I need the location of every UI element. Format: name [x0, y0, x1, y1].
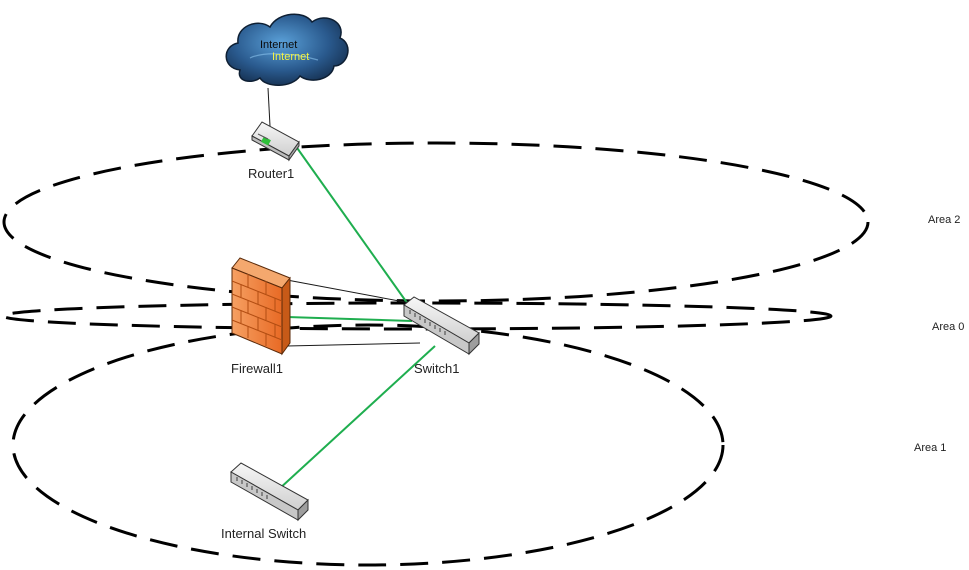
- area-1-ellipse: [11, 323, 725, 567]
- area-2-ellipse: [2, 141, 870, 303]
- area-1-label: Area 1: [914, 442, 946, 454]
- router-label: Router1: [248, 166, 294, 181]
- area-0-label: Area 0: [932, 321, 964, 333]
- cloud-label-front: Internet: [272, 51, 309, 63]
- firewall-label: Firewall1: [231, 361, 283, 376]
- link-router-switch: [294, 144, 411, 308]
- link-switch-internal-switch: [277, 345, 436, 491]
- switch-icon: [403, 296, 480, 356]
- router-icon: [251, 121, 300, 162]
- link-firewall-switch-bottom: [286, 342, 421, 347]
- link-cloud-router: [267, 87, 271, 127]
- internal-switch-label: Internal Switch: [221, 526, 306, 541]
- switch-label: Switch1: [414, 361, 460, 376]
- internal-switch-icon: [230, 462, 309, 522]
- firewall-icon: [231, 257, 291, 356]
- area-2-label: Area 2: [928, 214, 960, 226]
- cloud-icon: Internet Internet: [225, 13, 349, 86]
- link-firewall-switch-top: [286, 279, 411, 304]
- link-firewall-switch-middle: [286, 316, 413, 322]
- cloud-label-back: Internet: [260, 39, 297, 51]
